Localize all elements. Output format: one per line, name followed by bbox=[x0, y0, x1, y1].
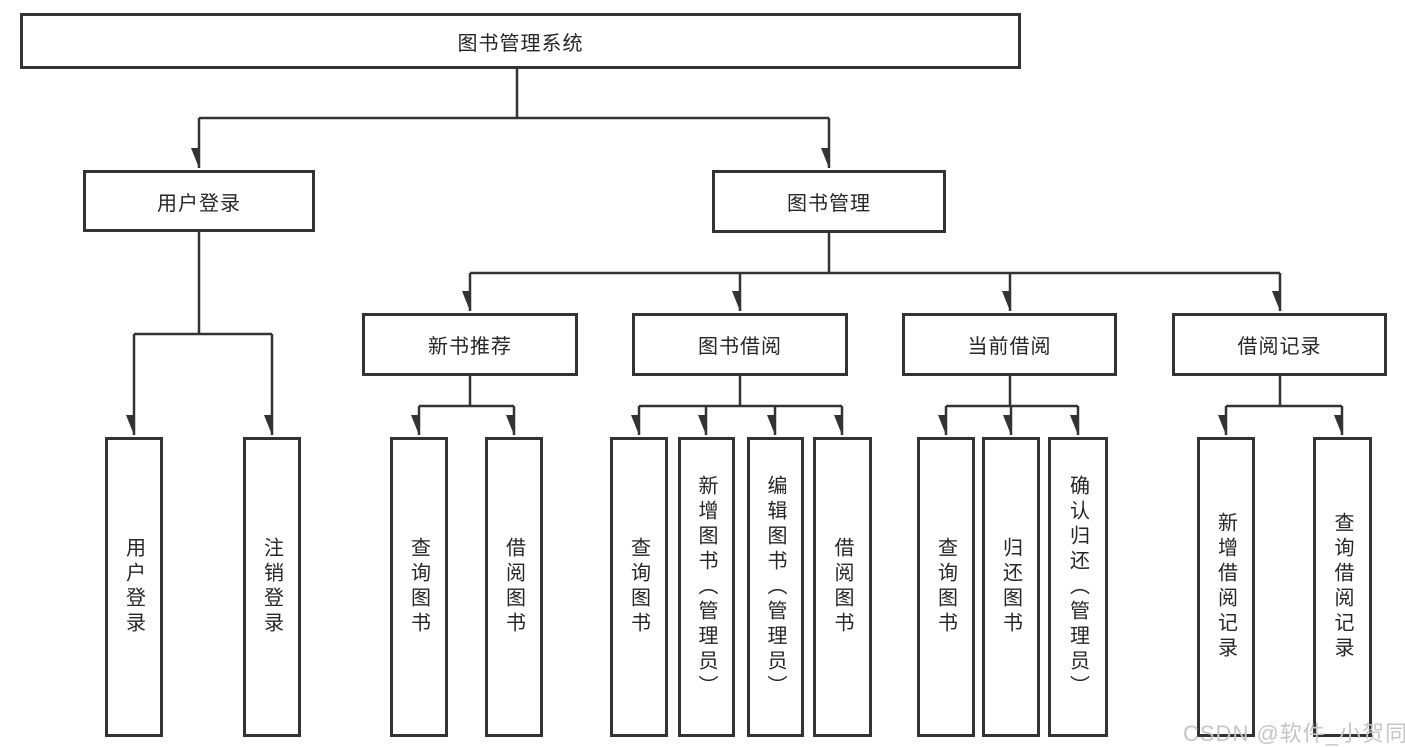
leaf-edit-book-admin-label: 编辑图书（管理员） bbox=[764, 474, 786, 700]
leaf-add-book-admin: 新增图书（管理员） bbox=[678, 437, 735, 737]
leaf-confirm-return-admin-label: 确认归还（管理员） bbox=[1066, 474, 1089, 700]
leaf-edit-book-admin: 编辑图书（管理员） bbox=[747, 437, 804, 737]
leaf-query-books-recommend: 查询图书 bbox=[390, 437, 448, 737]
node-borrow-records: 借阅记录 bbox=[1172, 313, 1387, 376]
leaf-query-books-recommend-label: 查询图书 bbox=[407, 537, 430, 637]
leaf-query-books-current: 查询图书 bbox=[917, 437, 975, 737]
leaf-logout-login-label: 注销登录 bbox=[260, 537, 283, 637]
leaf-borrow-books-recommend: 借阅图书 bbox=[485, 437, 543, 737]
node-current-borrow-label: 当前借阅 bbox=[967, 336, 1052, 358]
leaf-query-borrow-record-label: 查询借阅记录 bbox=[1331, 512, 1353, 662]
leaf-user-login-label: 用户登录 bbox=[122, 537, 145, 637]
leaf-query-borrow-record: 查询借阅记录 bbox=[1313, 437, 1372, 737]
node-book-management: 图书管理 bbox=[712, 170, 946, 233]
csdn-watermark: CSDN @软件_小贺同学 bbox=[1183, 721, 1405, 746]
node-new-book-recommend: 新书推荐 bbox=[362, 313, 578, 376]
node-user-login-label: 用户登录 bbox=[157, 192, 241, 215]
node-book-management-label: 图书管理 bbox=[787, 193, 871, 215]
leaf-user-login: 用户登录 bbox=[105, 437, 163, 737]
leaf-return-books-label: 归还图书 bbox=[999, 537, 1022, 637]
node-book-borrow: 图书借阅 bbox=[632, 313, 848, 376]
leaf-add-book-admin-label: 新增图书（管理员） bbox=[695, 474, 717, 700]
leaf-query-books-borrow: 查询图书 bbox=[610, 437, 668, 737]
leaf-confirm-return-admin: 确认归还（管理员） bbox=[1048, 437, 1108, 737]
node-library-system: 图书管理系统 bbox=[20, 13, 1021, 69]
leaf-borrow-books-recommend-label: 借阅图书 bbox=[502, 537, 525, 637]
node-borrow-records-label: 借阅记录 bbox=[1237, 336, 1322, 358]
node-current-borrow: 当前借阅 bbox=[902, 313, 1117, 376]
leaf-query-books-borrow-label: 查询图书 bbox=[627, 537, 650, 637]
leaf-logout-login: 注销登录 bbox=[243, 437, 301, 737]
node-new-book-recommend-label: 新书推荐 bbox=[428, 336, 512, 358]
node-user-login: 用户登录 bbox=[83, 170, 315, 232]
leaf-add-borrow-record-label: 新增借阅记录 bbox=[1214, 512, 1237, 662]
node-library-system-label: 图书管理系统 bbox=[457, 32, 584, 55]
leaf-return-books: 归还图书 bbox=[982, 437, 1040, 737]
leaf-query-books-current-label: 查询图书 bbox=[934, 537, 957, 637]
node-book-borrow-label: 图书借阅 bbox=[698, 336, 782, 358]
leaf-borrow-books-borrow: 借阅图书 bbox=[813, 437, 872, 737]
leaf-add-borrow-record: 新增借阅记录 bbox=[1197, 437, 1255, 737]
leaf-borrow-books-borrow-label: 借阅图书 bbox=[831, 537, 853, 637]
